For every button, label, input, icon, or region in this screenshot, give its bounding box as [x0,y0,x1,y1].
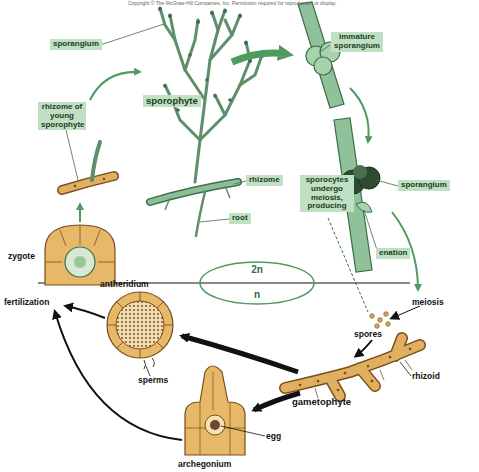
root-drawing [196,192,205,236]
stage-label: sperms [138,376,168,385]
stage-label: rhizoid [412,372,440,381]
meiosis-arrow [392,306,420,318]
node-text: rhizome [249,175,280,184]
gametophyte-drawing [285,338,420,396]
leader-lines [66,24,398,253]
stage-label: archegonium [178,460,231,469]
node-text: n [254,290,260,300]
stage-label: gametophyte [292,397,351,407]
stage-label: antheridium [100,280,149,289]
node-text: sporocytes undergo meiosis, producing [306,175,349,210]
cycle-arrow [66,306,105,318]
label-box: sporangium [398,180,450,191]
immature-sporangium-drawing [298,2,344,108]
node-text: rhizome of young sporophyte [41,102,85,129]
node-text: sporophyte [146,95,198,106]
label-box: enation [376,248,410,259]
label-box: rhizome [246,175,283,186]
stage-label: zygote [8,252,35,261]
node-text: sporangium [401,180,447,189]
zygote-drawing [45,225,115,285]
node-text: root [232,213,248,222]
copyright-note: Copyright © The McGraw-Hill Companies, I… [128,1,337,7]
rhizoid-hairs [315,360,412,398]
rhizome-drawing [150,182,238,202]
label-box: rhizome of young sporophyte [38,102,86,130]
antheridium-drawing [107,292,173,369]
dashed-leader [328,218,368,312]
gametophyte-spots [299,348,412,392]
label-box: sporocytes undergo meiosis, producing [300,175,354,212]
cycle-arrow [55,312,182,440]
archegonium-drawing [185,366,245,455]
label-box: sporophyte [143,95,201,107]
label-box: sporangium [50,39,102,50]
cycle-arrow [182,336,298,372]
node-text: sporangium [53,39,99,48]
ploidy-oval: 2n n [199,261,315,305]
stage-label: meiosis [412,298,444,307]
spores-drawing [370,312,391,329]
node-text: immature sporangium [334,32,380,50]
root-hairs [165,186,230,210]
young-sporophyte-drawing [62,142,114,190]
cycle-arrow [79,204,81,222]
cycle-arrow [90,72,140,100]
rhizome-fill [150,182,238,202]
node-text: 2n [251,265,263,275]
label-box: root [229,213,251,224]
label-box: immature sporangium [331,32,383,52]
stage-label: egg [266,432,281,441]
oval-shape [200,262,314,304]
node-text: enation [379,248,407,257]
leader-lines-black [146,362,411,436]
stage-label: spores [354,330,382,339]
big-arrow [232,53,286,62]
cycle-arrow [356,340,372,356]
stage-label: fertilization [4,298,49,307]
